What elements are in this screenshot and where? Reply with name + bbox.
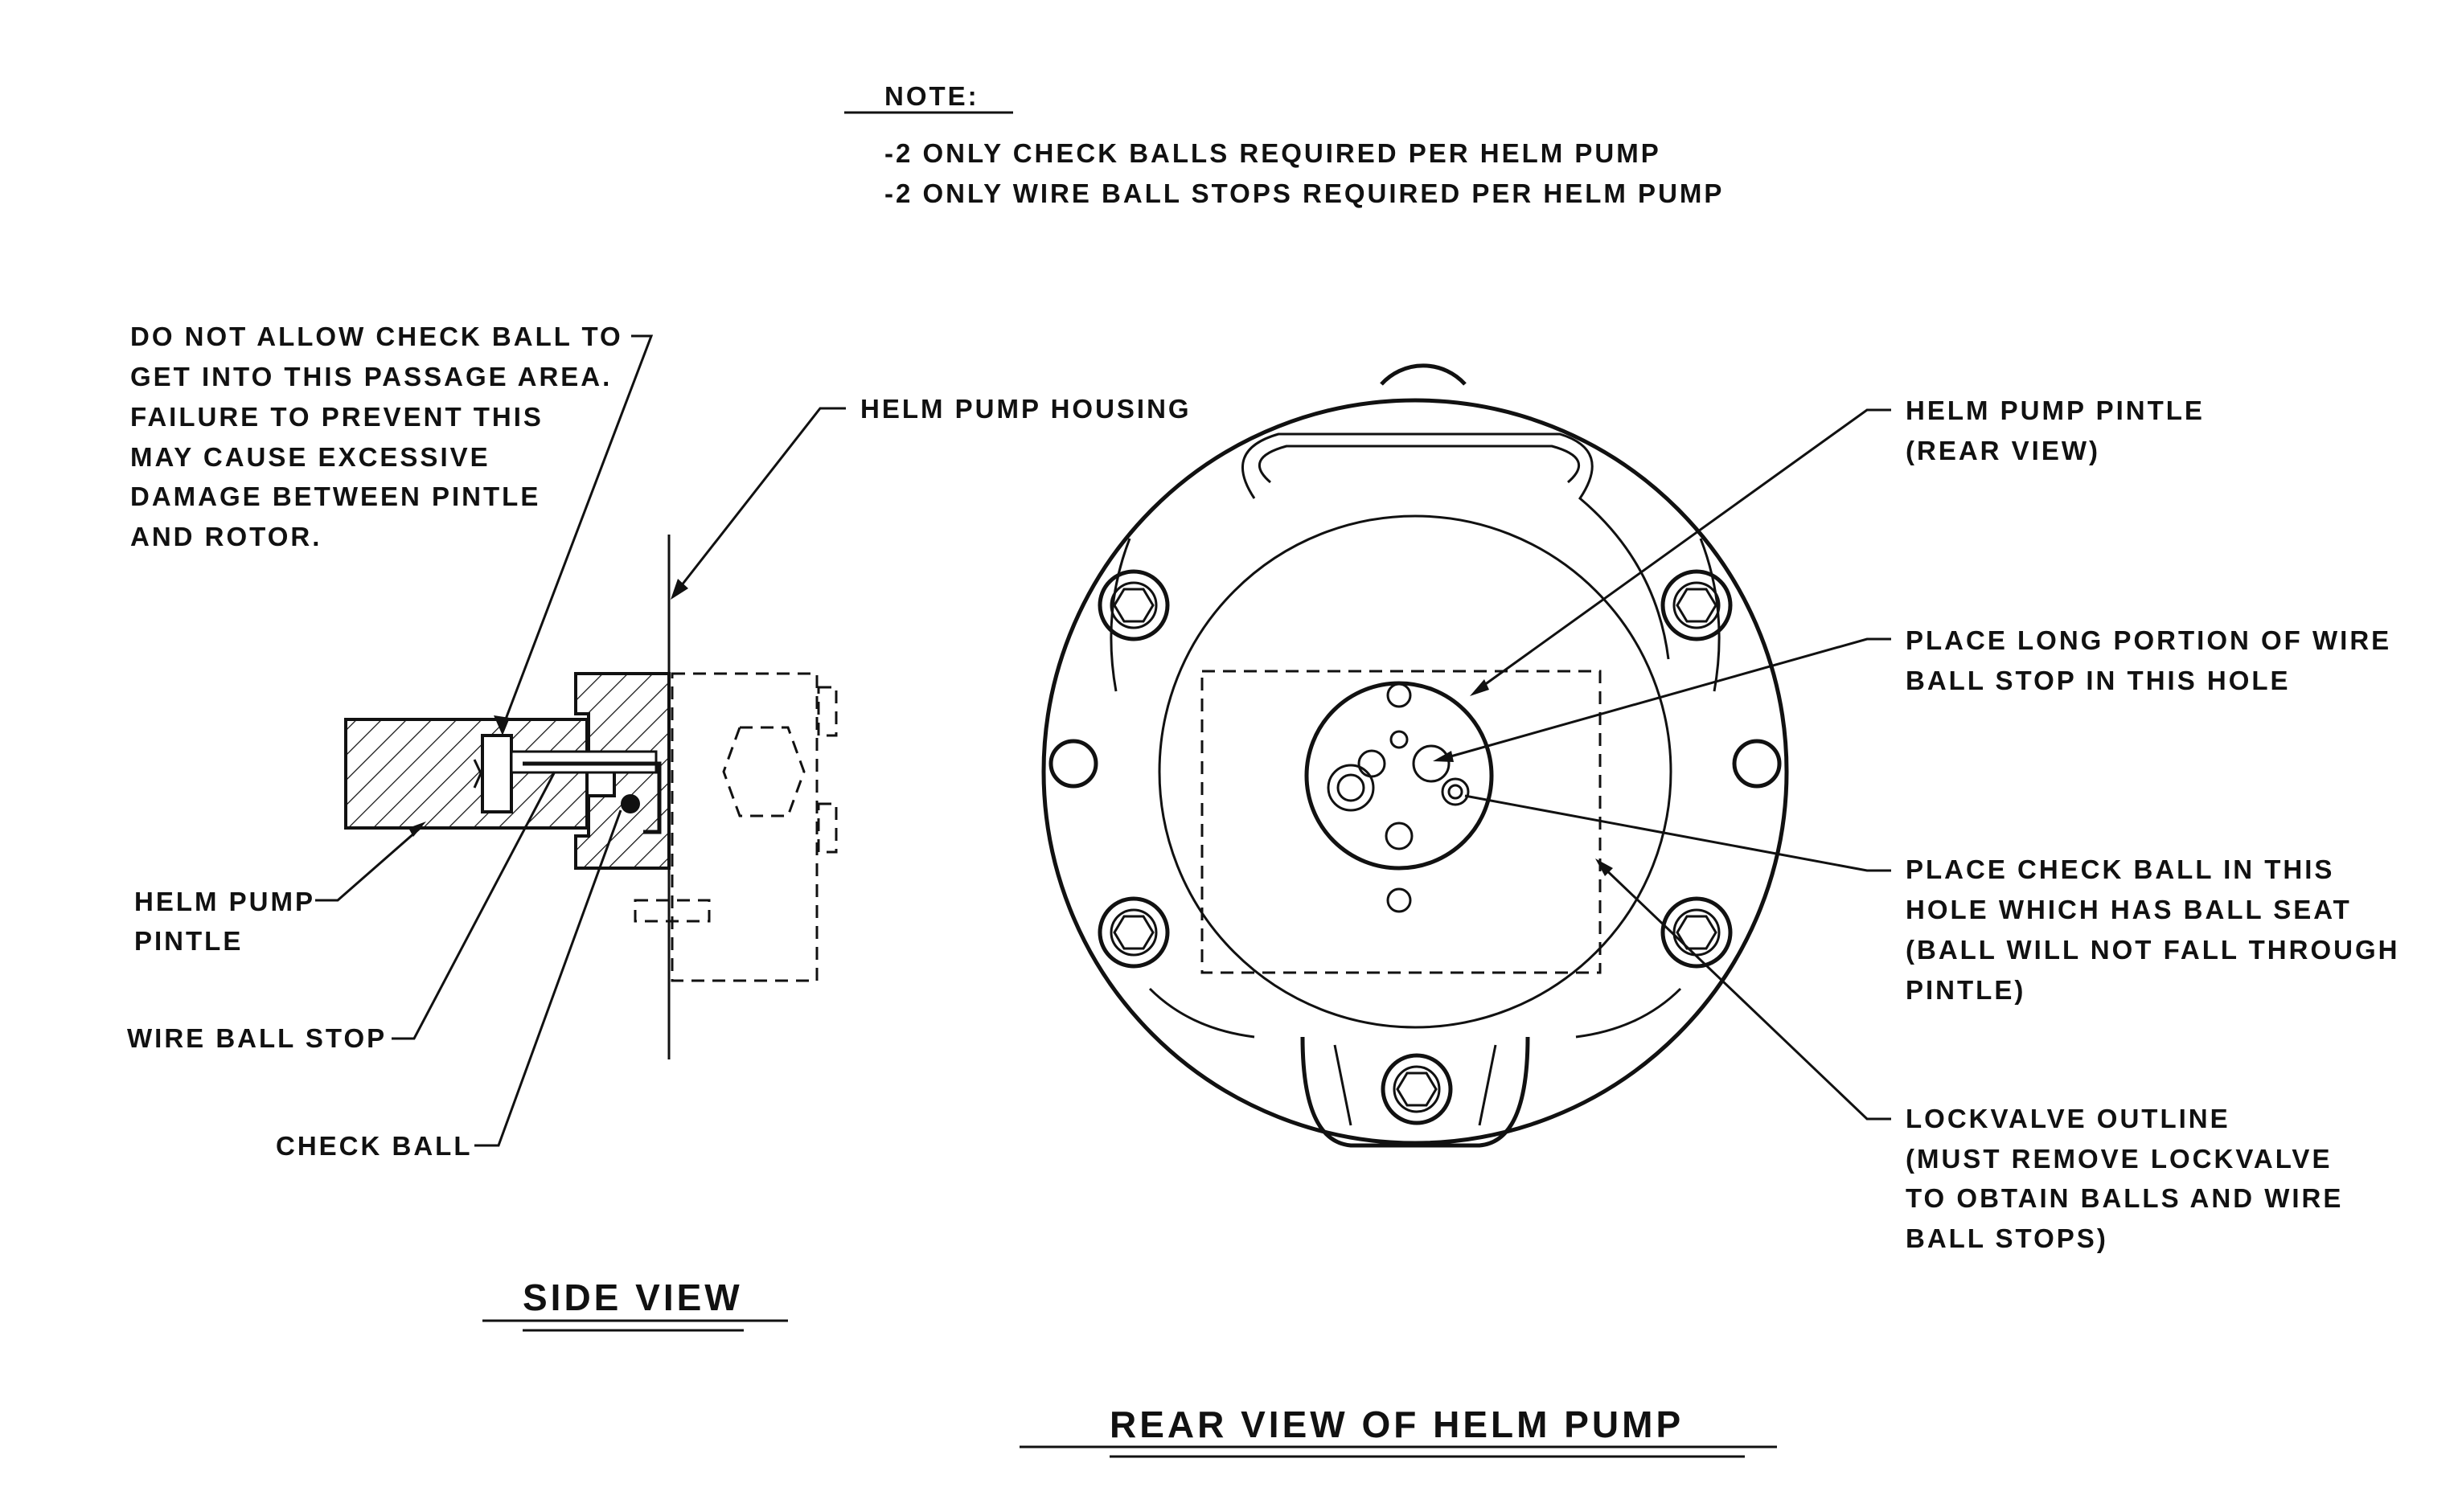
pintle-label-group: HELM PUMP PINTLE (134, 822, 426, 956)
ball-hole-label-4: PINTLE) (1906, 975, 2025, 1005)
wire-stop-leader (392, 771, 556, 1040)
side-view-drawing (344, 535, 838, 1059)
caution-line-2: GET INTO THIS PASSAGE AREA. (130, 362, 612, 391)
lockvalve-label-1: LOCKVALVE OUTLINE (1906, 1104, 2230, 1133)
pintle-label-line-2: PINTLE (134, 926, 243, 956)
wire-hole-label-group: PLACE LONG PORTION OF WIRE BALL STOP IN … (1433, 625, 2391, 762)
wire-stop-hole (1412, 744, 1451, 783)
bottom-lug (1300, 1036, 1530, 1148)
rear-pintle-leader (1475, 408, 1891, 693)
bolt-bottom (1381, 1053, 1453, 1125)
pintle-hole-top (1386, 682, 1412, 708)
caution-arrowhead (494, 715, 510, 736)
top-lug (1380, 363, 1467, 386)
rear-view-title: REAR VIEW OF HELM PUMP (1110, 1403, 1684, 1445)
ball-hole-label-group: PLACE CHECK BALL IN THIS HOLE WHICH HAS … (1464, 794, 2399, 1005)
bolt-upper-left (1098, 569, 1170, 641)
check-ball-label: CHECK BALL (276, 1131, 472, 1161)
note-heading: NOTE: (884, 81, 979, 111)
pintle-port-1 (1357, 749, 1386, 778)
caution-line-5: DAMAGE BETWEEN PINTLE (130, 481, 540, 511)
lockvalve-label-group: LOCKVALVE OUTLINE (MUST REMOVE LOCKVALVE… (1595, 858, 2343, 1253)
note-line-2: -2 ONLY WIRE BALL STOPS REQUIRED PER HEL… (884, 178, 1724, 208)
wire-hole-label-1: PLACE LONG PORTION OF WIRE (1906, 625, 2391, 655)
pintle-port-2-ring (1327, 764, 1375, 812)
caution-leader (501, 334, 654, 728)
wire-ball-stop (523, 761, 662, 834)
lockvalve-leader (1598, 863, 1891, 1121)
side-caution-note: DO NOT ALLOW CHECK BALL TO GET INTO THIS… (130, 322, 654, 736)
bolt-lower-left (1098, 896, 1170, 969)
inner-ring (1158, 514, 1672, 1029)
side-fitting-1 (817, 686, 838, 737)
pintle-port-2 (1336, 773, 1365, 802)
ball-hole-leader (1464, 794, 1891, 872)
bolt-upper-right (1660, 569, 1733, 641)
side-fitting-2 (817, 802, 838, 854)
ball-hole-label-1: PLACE CHECK BALL IN THIS (1906, 854, 2334, 884)
lockvalve-outline (1200, 670, 1602, 974)
left-mount-hole (1048, 739, 1098, 789)
wire-hole-leader (1438, 637, 1891, 761)
pintle-leader (315, 825, 423, 902)
lockvalve-arrowhead (1595, 858, 1613, 876)
housing-leader (674, 407, 846, 594)
ball-hole-label-2: HOLE WHICH HAS BALL SEAT (1906, 895, 2352, 924)
right-mount-hole (1732, 739, 1782, 789)
housing-arrowhead (671, 579, 688, 600)
side-nut-outline (722, 726, 806, 817)
wire-hole-arrowhead (1433, 751, 1454, 762)
rear-pintle-label-1: HELM PUMP PINTLE (1906, 395, 2205, 425)
lockvalve-label-2: (MUST REMOVE LOCKVALVE (1906, 1144, 2332, 1174)
inner-contour-1 (1241, 432, 1670, 660)
pintle-rear (1304, 681, 1494, 871)
outer-housing (1041, 398, 1789, 1145)
housing-label: HELM PUMP HOUSING (860, 394, 1192, 424)
rear-view-title-group: REAR VIEW OF HELM PUMP (1020, 1403, 1777, 1458)
ball-seat-hole (1441, 777, 1470, 806)
inner-contour-2 (1258, 445, 1581, 484)
passage-area (481, 734, 513, 813)
caution-line-4: MAY CAUSE EXCESSIVE (130, 442, 490, 472)
side-fitting-3 (634, 899, 711, 923)
check-ball-label-group: CHECK BALL (276, 809, 622, 1161)
caution-line-6: AND ROTOR. (130, 522, 322, 551)
pintle-arrowhead (408, 822, 426, 837)
housing-label-group: HELM PUMP HOUSING (671, 394, 1192, 600)
lockvalve-label-3: TO OBTAIN BALLS AND WIRE (1906, 1183, 2343, 1213)
lower-small-hole (1386, 887, 1412, 913)
rear-pintle-label-group: HELM PUMP PINTLE (REAR VIEW) (1470, 395, 2205, 696)
side-lockvalve-outline (671, 672, 819, 982)
caution-line-3: FAILURE TO PREVENT THIS (130, 402, 544, 432)
note-line-1: -2 ONLY CHECK BALLS REQUIRED PER HELM PU… (884, 138, 1661, 168)
lower-flange (1148, 987, 1682, 1039)
side-view-title-group: SIDE VIEW (482, 1276, 788, 1332)
upper-flange (1110, 538, 1721, 692)
check-ball (621, 794, 640, 813)
ball-hole-label-3: (BALL WILL NOT FALL THROUGH (1906, 935, 2399, 965)
rear-pintle-label-2: (REAR VIEW) (1906, 436, 2100, 465)
rear-view-drawing (1041, 363, 1789, 1148)
wire-hole-label-2: BALL STOP IN THIS HOLE (1906, 666, 2291, 695)
side-view-title: SIDE VIEW (523, 1276, 743, 1318)
bottom-lug-detail (1333, 1044, 1497, 1126)
check-ball-leader (474, 809, 622, 1147)
ball-seat-inner (1447, 784, 1463, 800)
caution-line-1: DO NOT ALLOW CHECK BALL TO (130, 322, 623, 351)
lockvalve-label-4: BALL STOPS) (1906, 1223, 2108, 1253)
rear-pintle-arrowhead (1470, 679, 1489, 696)
pintle-tip (473, 759, 482, 789)
note-block: NOTE: -2 ONLY CHECK BALLS REQUIRED PER H… (844, 81, 1724, 208)
wire-stop-label: WIRE BALL STOP (127, 1023, 387, 1053)
pintle-label-line-1: HELM PUMP (134, 887, 315, 916)
pintle-hole-bottom (1385, 822, 1414, 850)
pintle-hole-center (1389, 730, 1409, 749)
wire-stop-label-group: WIRE BALL STOP (127, 771, 556, 1053)
